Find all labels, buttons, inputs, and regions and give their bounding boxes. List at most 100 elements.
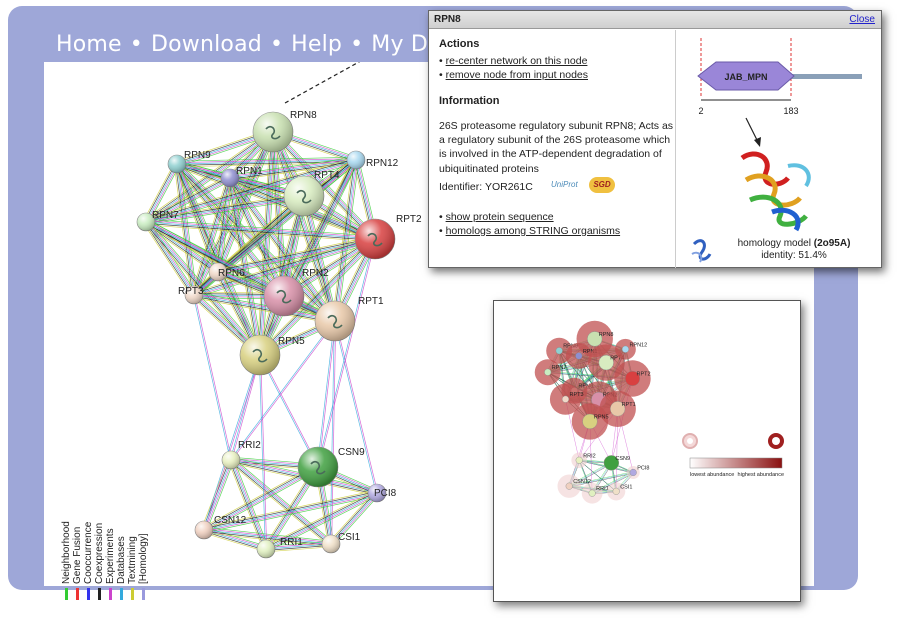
network-edge <box>193 238 376 296</box>
network-node-rpn5[interactable]: RPN5 <box>239 334 305 376</box>
inset-node-sphere[interactable] <box>565 482 573 490</box>
legend-item: Textmining <box>127 536 138 600</box>
inset-node-sphere[interactable] <box>575 352 583 360</box>
network-edge <box>217 235 375 270</box>
inset-node-csi1[interactable]: CSI1 <box>607 482 632 501</box>
inset-node-pci8[interactable]: PCI8 <box>626 465 650 479</box>
network-edge <box>286 161 359 298</box>
node-label: RPN8 <box>290 110 317 121</box>
domain-label: JAB_MPN <box>724 72 767 82</box>
legend-swatch <box>97 588 101 600</box>
legend-swatch <box>108 588 112 600</box>
inset-node-sphere[interactable] <box>555 347 563 355</box>
inset-node-sphere[interactable] <box>575 456 583 464</box>
protein-structure-icon <box>367 232 383 247</box>
inset-node-label: RPT4 <box>610 356 624 362</box>
inset-node-sphere[interactable] <box>587 331 603 347</box>
network-node-rpn9[interactable]: RPN9 <box>167 150 211 174</box>
show-sequence-link[interactable]: show protein sequence <box>445 210 554 223</box>
inset-node-rpt4[interactable]: RPT4 <box>588 344 625 381</box>
inset-node-rpt3[interactable]: RPT3 <box>549 383 584 415</box>
remove-node-link[interactable]: remove node from input nodes <box>445 69 589 82</box>
network-edge <box>316 238 375 467</box>
network-node-rpn2[interactable]: RPN2 <box>263 268 329 317</box>
inset-node-label: RPN5 <box>594 414 609 420</box>
legend-label: Neighborhood <box>61 521 72 584</box>
network-edge <box>266 545 332 551</box>
action-item: • re-center network on this node <box>439 54 588 67</box>
nav-home[interactable]: Home <box>56 32 122 57</box>
network-edge <box>306 195 339 321</box>
homology-model-icon[interactable] <box>691 239 712 263</box>
network-edge <box>300 196 333 322</box>
network-edge <box>145 158 356 221</box>
inset-node-sphere[interactable] <box>621 345 629 353</box>
network-edge <box>177 162 357 168</box>
recenter-link[interactable]: re-center network on this node <box>445 54 588 67</box>
inset-node-sphere[interactable] <box>598 354 614 371</box>
homology-model-id: (2o95A) <box>814 238 851 249</box>
network-edge <box>333 159 355 321</box>
network-node-rpt3[interactable]: RPT3 <box>178 285 204 305</box>
network-edge <box>205 469 320 533</box>
inset-node-sphere[interactable] <box>629 468 637 476</box>
network-node-rpn8[interactable]: RPN8 <box>252 110 317 153</box>
inset-node-label: RRI1 <box>596 486 609 492</box>
nav-help[interactable]: Help <box>291 32 343 57</box>
inset-node-rri1[interactable]: RRI1 <box>581 482 609 504</box>
inset-node-csn12[interactable]: CSN12 <box>557 474 591 498</box>
node-sheen <box>315 301 355 341</box>
network-node-csn9[interactable]: CSN9 <box>297 446 365 488</box>
inset-node-label: RPN6 <box>578 384 593 390</box>
inset-node-rpn1[interactable]: RPN1 <box>565 342 598 369</box>
network-edge <box>257 236 374 354</box>
node-label: RPT4 <box>314 170 340 181</box>
sgd-logo[interactable]: SGD <box>589 176 615 193</box>
network-node-csn12[interactable]: CSN12 <box>194 515 247 540</box>
inset-node-rri2[interactable]: RRI2 <box>571 452 596 469</box>
network-node-rpn7[interactable]: RPN7 <box>136 210 179 232</box>
protein-description: 26S proteasome regulatory subunit RPN8; … <box>439 120 674 175</box>
uniprot-logo[interactable]: UniProt <box>551 179 578 189</box>
network-edge <box>203 491 377 529</box>
network-node-rpt2[interactable]: RPT2 <box>354 214 422 260</box>
inset-node-label: RRI2 <box>583 453 596 459</box>
inset-node-rpn7[interactable]: RPN7 <box>534 359 567 386</box>
network-node-rri2[interactable]: RRI2 <box>221 440 261 470</box>
inset-node-csn9[interactable]: CSN9 <box>603 455 630 471</box>
inset-node-rpn12[interactable]: RPN12 <box>615 338 647 360</box>
node-label: RRI2 <box>238 440 261 451</box>
network-node-rri1[interactable]: RRI1 <box>256 537 303 559</box>
homology-prefix: homology model <box>738 238 811 249</box>
inset-node-rpt2[interactable]: RPT2 <box>614 360 651 397</box>
network-edge <box>333 321 377 494</box>
inset-node-sphere[interactable] <box>588 489 596 497</box>
inset-node-sphere[interactable] <box>603 455 619 471</box>
network-edge <box>318 321 337 468</box>
inset-node-rpt1[interactable]: RPT1 <box>599 390 636 428</box>
inset-node-sphere[interactable] <box>544 368 552 376</box>
network-node-csi1[interactable]: CSI1 <box>321 532 361 554</box>
inset-node-sphere[interactable] <box>624 370 641 387</box>
inset-node-sphere[interactable] <box>561 395 570 403</box>
homologs-link[interactable]: homologs among STRING organisms <box>445 224 621 237</box>
legend-label: Textmining <box>127 536 138 584</box>
network-edge <box>283 159 357 297</box>
inset-node-sphere[interactable] <box>582 413 598 430</box>
inset-node-rpn5[interactable]: RPN5 <box>571 403 609 440</box>
nav-download[interactable]: Download <box>150 32 262 57</box>
node-sheen <box>221 169 239 187</box>
network-node-rpn6[interactable]: RPN6 <box>208 262 245 282</box>
network-node-rpt1[interactable]: RPT1 <box>314 296 384 342</box>
popup-details: Actions • re-center network on this node… <box>439 37 675 238</box>
network-node-rpn12[interactable]: RPN12 <box>346 150 399 170</box>
network-edge <box>303 195 336 322</box>
inset-node-sphere[interactable] <box>610 401 626 417</box>
network-edge <box>204 528 332 543</box>
network-node-pci8[interactable]: PCI8 <box>367 483 397 503</box>
network-node-rpt4[interactable]: RPT4 <box>283 170 340 217</box>
node-sheen <box>264 276 304 316</box>
network-node-rpn1[interactable]: RPN1 <box>220 166 263 188</box>
close-button[interactable]: Close <box>849 14 875 25</box>
inset-node-sphere[interactable] <box>612 487 620 495</box>
